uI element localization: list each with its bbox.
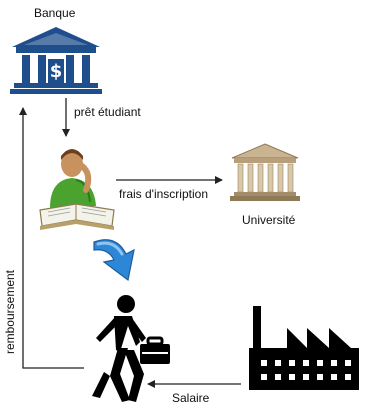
tuition-label: frais d'inscription — [119, 187, 208, 201]
factory-icon — [247, 304, 363, 394]
bank-label: Banque — [34, 6, 76, 20]
student-reading-icon — [36, 146, 118, 232]
blue-curved-arrow-icon — [90, 230, 146, 286]
svg-text:$: $ — [50, 61, 63, 82]
university-label: Université — [242, 213, 296, 227]
repayment-arrow — [19, 107, 84, 369]
bank-building-icon: $ — [8, 25, 104, 95]
student-loan-label: prêt étudiant — [74, 105, 141, 119]
repayment-label: remboursement — [3, 269, 17, 355]
university-building-icon — [230, 142, 300, 202]
salary-label: Salaire — [172, 391, 210, 405]
worker-with-briefcase-icon — [80, 292, 178, 404]
